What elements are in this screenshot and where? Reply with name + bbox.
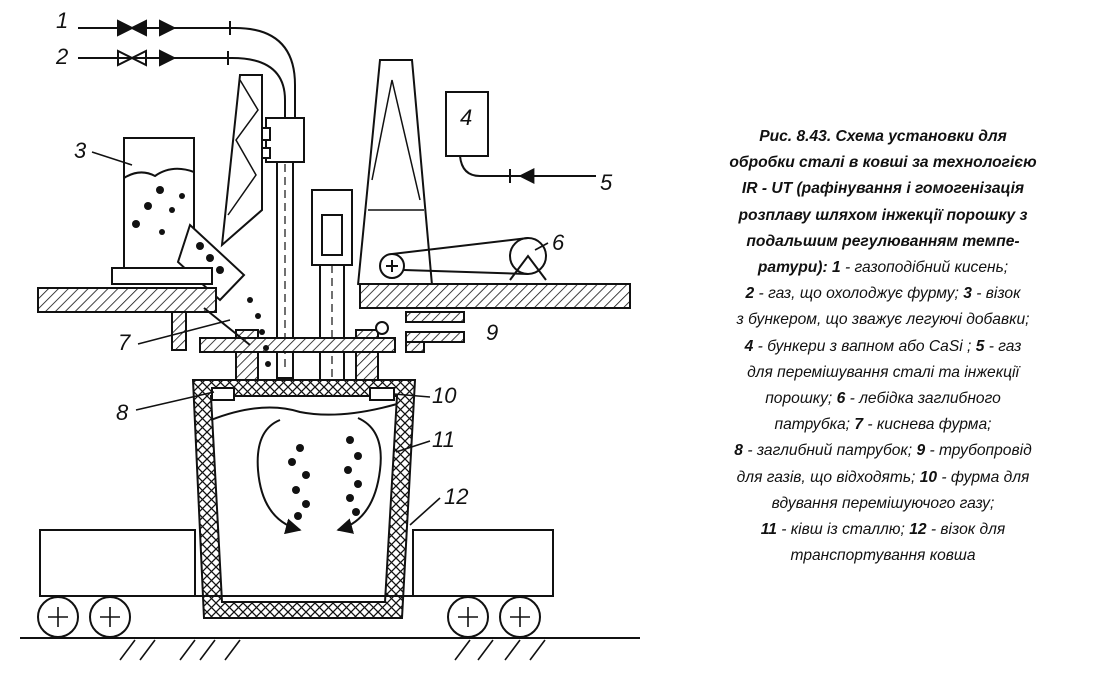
- figure-caption: Рис. 8.43. Схема установки для обробки с…: [666, 124, 1100, 569]
- lime-bunker: [445, 91, 560, 177]
- caption-run: 7: [854, 416, 864, 434]
- caption-line: 2 - газ, що охолоджує фурму; 3 - візок: [666, 281, 1100, 307]
- caption-title-line: обробки сталі в ковші за технологією: [729, 154, 1037, 172]
- installation-schematic: 1 2 3 4 5 6 7 8 9 10 11 12: [20, 8, 640, 661]
- caption-run: для газів, що відходять;: [736, 468, 920, 486]
- caption-title-line: подальшим регулюванням темпе-: [746, 232, 1020, 250]
- steel-ladle: [191, 379, 417, 619]
- caption-line: патрубка; 7 - киснева фурма;: [666, 412, 1100, 438]
- caption-run: патрубка;: [774, 416, 855, 434]
- caption-run: - трубопровід: [925, 442, 1032, 460]
- label-3: 3: [74, 138, 87, 163]
- caption-line: ратури): 1 - газоподібний кисень;: [666, 255, 1100, 281]
- label-6: 6: [552, 230, 565, 255]
- caption-line: 8 - заглибний патрубок; 9 - трубопровід: [666, 438, 1100, 464]
- caption-run: 5: [975, 337, 985, 355]
- label-11: 11: [432, 427, 455, 452]
- caption-run: ратури):: [757, 259, 832, 277]
- caption-line: 11 - ківш із сталлю; 12 - візок для: [666, 517, 1100, 543]
- oxygen-supply-line: [78, 19, 296, 125]
- caption-run: - лебідка заглибного: [845, 390, 1001, 408]
- caption-line: з бункером, що зважує легуючі добавки;: [666, 307, 1100, 333]
- caption-run: - газ, що охолоджує фурму;: [754, 285, 964, 303]
- caption-run: - візок для: [926, 521, 1006, 539]
- label-2: 2: [55, 44, 68, 69]
- label-4: 4: [460, 105, 472, 130]
- caption-run: 9: [916, 442, 926, 460]
- caption-run: - візок: [971, 285, 1021, 303]
- caption-run: 10: [919, 468, 938, 486]
- caption-run: - киснева фурма;: [863, 416, 992, 434]
- caption-run: - фурма для: [937, 468, 1030, 486]
- label-12: 12: [444, 484, 468, 509]
- label-5: 5: [600, 170, 613, 195]
- lance-mast: [220, 74, 263, 248]
- off-gas-pipeline: [375, 311, 465, 353]
- caption-run: 6: [836, 390, 846, 408]
- additives-bunker: [111, 137, 246, 302]
- caption-run: 2: [745, 285, 755, 303]
- ladle-transfer-car: [20, 529, 640, 661]
- caption-line: транспортування ковша: [666, 543, 1100, 569]
- caption-run: - ківш із сталлю;: [776, 521, 910, 539]
- caption-run: транспортування ковша: [790, 547, 976, 565]
- cooling-gas-line: [78, 49, 286, 125]
- caption-run: 3: [963, 285, 972, 303]
- caption-run: з бункером, що зважує легуючі добавки;: [736, 311, 1030, 329]
- snorkel-winch: [379, 237, 547, 281]
- caption-title: Рис. 8.43. Схема установки для обробки с…: [666, 124, 1100, 255]
- label-1: 1: [56, 8, 68, 33]
- caption-line: вдування перемішуючого газу;: [666, 491, 1100, 517]
- caption-title-line: IR - UT (рафінування і гомогенізація: [741, 180, 1025, 198]
- caption-run: - газ: [984, 337, 1022, 355]
- caption-line: для перемішування сталі та інжекції: [666, 360, 1100, 386]
- caption-line: 4 - бункери з вапном або CaSi ; 5 - газ: [666, 334, 1100, 360]
- caption-run: - газоподібний кисень;: [840, 259, 1009, 277]
- caption-title-line: Рис. 8.43. Схема установки для: [759, 128, 1007, 145]
- label-9: 9: [486, 320, 498, 345]
- caption-run: 1: [832, 259, 841, 277]
- working-platform: [37, 283, 631, 353]
- caption-line: для газів, що відходять; 10 - фурма для: [666, 465, 1100, 491]
- caption-run: 8: [734, 442, 743, 460]
- caption-run: для перемішування сталі та інжекції: [747, 363, 1019, 381]
- stirring-gas-line: [509, 168, 596, 184]
- caption-run: вдування перемішуючого газу;: [771, 494, 995, 512]
- winch-frame: [357, 59, 433, 286]
- caption-run: порошку;: [765, 390, 837, 408]
- label-7: 7: [118, 330, 131, 355]
- caption-run: - заглибний патрубок;: [742, 442, 917, 460]
- caption-run: - бункери з вапном або CaSi ;: [753, 337, 976, 355]
- powder-particles: [132, 186, 362, 520]
- caption-run: 12: [909, 521, 927, 539]
- caption-run: 4: [744, 337, 754, 355]
- caption-run: 11: [760, 521, 777, 539]
- label-8: 8: [116, 400, 129, 425]
- label-10: 10: [432, 383, 457, 408]
- caption-legend: ратури): 1 - газоподібний кисень; 2 - га…: [666, 255, 1100, 569]
- caption-title-line: розплаву шляхом інжекції порошку з: [738, 206, 1028, 224]
- caption-line: порошку; 6 - лебідка заглибного: [666, 386, 1100, 412]
